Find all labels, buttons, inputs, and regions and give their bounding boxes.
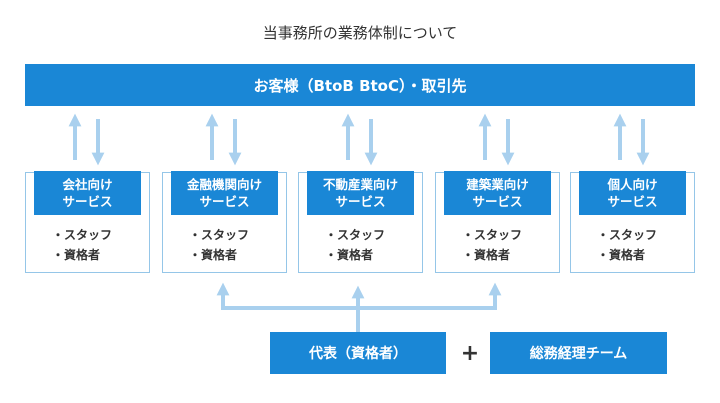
admin-accounting-team-box: 総務経理チーム (490, 332, 667, 374)
service-title-line1: 金融機関向け (186, 177, 262, 192)
customers-bar-label: お客様（BtoB BtoC）・取引先 (253, 76, 467, 95)
service-title-line2: サービス (199, 194, 250, 209)
service-title-line2: サービス (335, 194, 386, 209)
service-header: 不動産業向け サービス (307, 171, 414, 215)
diagram-title: 当事務所の業務体制について (262, 24, 458, 42)
service-box-real-estate: 不動産業向け サービス ・スタッフ ・資格者 (298, 171, 423, 273)
arrow-pair-4 (478, 113, 515, 166)
plus-sign: + (460, 340, 480, 366)
service-items: ・スタッフ ・資格者 (52, 225, 112, 265)
service-item-staff: ・スタッフ (597, 228, 658, 242)
representative-connector (216, 282, 502, 332)
service-item-qualified: ・資格者 (597, 248, 646, 262)
service-item-qualified: ・資格者 (189, 248, 238, 262)
service-box-company: 会社向け サービス ・スタッフ ・資格者 (25, 171, 150, 273)
representative-box: 代表（資格者） (270, 332, 446, 374)
service-title-line1: 不動産業向け (322, 177, 398, 192)
service-header: 金融機関向け サービス (171, 171, 278, 215)
arrow-pair-5 (613, 113, 650, 166)
service-items: ・スタッフ ・資格者 (597, 225, 657, 265)
service-item-qualified: ・資格者 (52, 248, 101, 262)
arrow-pair-2 (205, 113, 242, 166)
service-item-staff: ・スタッフ (189, 228, 250, 242)
service-title-line1: 個人向け (607, 177, 658, 192)
service-items: ・スタッフ ・資格者 (462, 225, 522, 265)
service-title-line1: 建築業向け (466, 177, 529, 192)
service-items: ・スタッフ ・資格者 (325, 225, 385, 265)
service-title-line2: サービス (607, 194, 658, 209)
arrow-pair-3 (341, 113, 378, 166)
service-item-staff: ・スタッフ (52, 228, 113, 242)
team-label: 総務経理チーム (529, 346, 628, 362)
service-title-line2: サービス (472, 194, 523, 209)
service-item-qualified: ・資格者 (325, 248, 374, 262)
service-header: 建築業向け サービス (444, 171, 551, 215)
service-header: 個人向け サービス (579, 171, 686, 215)
service-box-financial: 金融機関向け サービス ・スタッフ ・資格者 (162, 171, 287, 273)
service-header: 会社向け サービス (34, 171, 141, 215)
service-title-line2: サービス (62, 194, 113, 209)
service-item-staff: ・スタッフ (462, 228, 523, 242)
service-box-construction: 建築業向け サービス ・スタッフ ・資格者 (435, 171, 560, 273)
service-item-staff: ・スタッフ (325, 228, 386, 242)
customers-bar: お客様（BtoB BtoC）・取引先 (25, 64, 695, 106)
service-title-line1: 会社向け (62, 177, 113, 192)
service-items: ・スタッフ ・資格者 (189, 225, 249, 265)
representative-label: 代表（資格者） (309, 346, 407, 362)
arrow-pair-1 (68, 113, 105, 166)
service-item-qualified: ・資格者 (462, 248, 511, 262)
service-box-individual: 個人向け サービス ・スタッフ ・資格者 (570, 171, 695, 273)
